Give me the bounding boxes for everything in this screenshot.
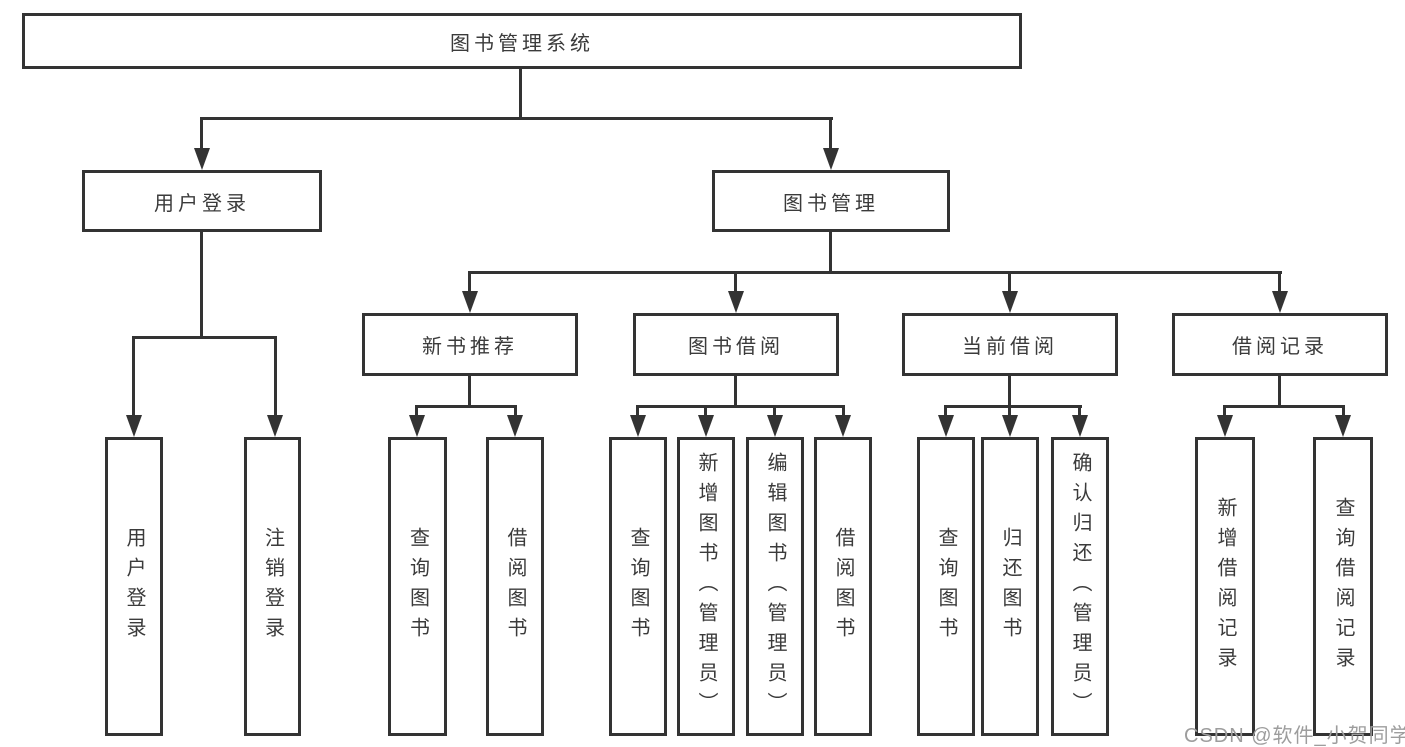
connector-stem — [773, 405, 776, 419]
leaf-add-book-admin: 新增图书（管理员） — [677, 437, 735, 736]
node-label: 归还图书 — [999, 526, 1021, 647]
node-label: 用户登录 — [154, 192, 250, 215]
leaf-borrow-books: 借阅图书 — [814, 437, 872, 736]
node-root-library-system: 图书管理系统 — [22, 13, 1022, 69]
connector-stem — [1008, 271, 1011, 293]
node-label: 查询借阅记录 — [1332, 496, 1354, 677]
connector-root-stem — [519, 69, 522, 119]
arrow-down-icon — [1002, 415, 1018, 437]
connector-stem — [200, 117, 203, 151]
arrow-down-icon — [938, 415, 954, 437]
connector-stem — [468, 271, 471, 293]
connector-stem — [1008, 405, 1011, 419]
connector-stem — [200, 232, 203, 339]
connector-stem — [1223, 405, 1226, 419]
connector-level2-bar — [200, 117, 833, 120]
leaf-logout: 注销登录 — [244, 437, 301, 736]
arrow-down-icon — [462, 291, 478, 313]
connector-stem — [829, 117, 832, 151]
node-label: 查询图书 — [935, 526, 957, 647]
arrow-down-icon — [194, 148, 210, 170]
arrow-down-icon — [630, 415, 646, 437]
connector-group-bar — [636, 405, 845, 408]
leaf-user-login: 用户登录 — [105, 437, 163, 736]
connector-stem — [1278, 376, 1281, 407]
arrow-down-icon — [823, 148, 839, 170]
node-label: 图书管理 — [783, 192, 879, 215]
leaf-confirm-return-admin: 确认归还（管理员） — [1051, 437, 1109, 736]
connector-stem — [944, 405, 947, 419]
connector-stem — [704, 405, 707, 419]
connector-stem — [734, 271, 737, 293]
arrow-down-icon — [767, 415, 783, 437]
node-label: 确认归还（管理员） — [1069, 451, 1091, 722]
connector-stem — [415, 405, 418, 419]
node-label: 新书推荐 — [422, 336, 518, 358]
leaf-query-borrow-record: 查询借阅记录 — [1313, 437, 1373, 736]
node-label: 用户登录 — [123, 526, 145, 647]
arrow-down-icon — [126, 415, 142, 437]
node-label: 查询图书 — [627, 526, 649, 647]
node-user-login: 用户登录 — [82, 170, 322, 232]
connector-stem — [468, 376, 471, 407]
leaf-query-books-current: 查询图书 — [917, 437, 975, 736]
node-label: 当前借阅 — [962, 336, 1058, 358]
node-book-borrowing: 图书借阅 — [633, 313, 839, 376]
connector-group-bar — [1223, 405, 1345, 408]
connector-stem — [636, 405, 639, 419]
node-label: 注销登录 — [261, 526, 284, 647]
connector-stem — [1078, 405, 1081, 419]
arrow-down-icon — [409, 415, 425, 437]
arrow-down-icon — [1002, 291, 1018, 313]
node-book-management: 图书管理 — [712, 170, 950, 232]
arrow-down-icon — [1335, 415, 1351, 437]
connector-stem — [514, 405, 517, 419]
connector-stem — [829, 232, 832, 274]
connector-group-bar — [415, 405, 517, 408]
csdn-watermark: CSDN @软件_小贺同学 — [1184, 725, 1405, 747]
connector-stem — [132, 336, 135, 417]
arrow-down-icon — [1072, 415, 1088, 437]
leaf-borrow-books-recommend: 借阅图书 — [486, 437, 544, 736]
leaf-query-books-recommend: 查询图书 — [388, 437, 447, 736]
node-label: 借阅图书 — [832, 526, 854, 647]
connector-user-login-bar — [132, 336, 277, 339]
arrow-down-icon — [728, 291, 744, 313]
connector-stem — [734, 376, 737, 407]
arrow-down-icon — [267, 415, 283, 437]
node-label: 新增图书（管理员） — [695, 451, 717, 722]
connector-stem — [1342, 405, 1345, 419]
arrow-down-icon — [698, 415, 714, 437]
leaf-edit-book-admin: 编辑图书（管理员） — [746, 437, 804, 736]
node-label: 借阅图书 — [504, 526, 526, 647]
connector-stem — [274, 336, 277, 417]
node-label: 图书借阅 — [688, 336, 784, 358]
arrow-down-icon — [1272, 291, 1288, 313]
connector-group-bar — [944, 405, 1082, 408]
leaf-return-book: 归还图书 — [981, 437, 1039, 736]
node-label: 图书管理系统 — [450, 32, 594, 55]
node-new-book-recommend: 新书推荐 — [362, 313, 578, 376]
connector-level3-bar — [468, 271, 1282, 274]
node-borrowing-records: 借阅记录 — [1172, 313, 1388, 376]
node-label: 查询图书 — [406, 526, 429, 647]
connector-stem — [842, 405, 845, 419]
arrow-down-icon — [507, 415, 523, 437]
node-label: 借阅记录 — [1232, 336, 1328, 358]
connector-stem — [1008, 376, 1011, 407]
node-label: 新增借阅记录 — [1214, 496, 1236, 677]
node-label: 编辑图书（管理员） — [764, 451, 786, 722]
node-current-borrowing: 当前借阅 — [902, 313, 1118, 376]
arrow-down-icon — [1217, 415, 1233, 437]
connector-stem — [1278, 271, 1281, 293]
arrow-down-icon — [835, 415, 851, 437]
leaf-query-books-borrowing: 查询图书 — [609, 437, 667, 736]
leaf-add-borrow-record: 新增借阅记录 — [1195, 437, 1255, 736]
